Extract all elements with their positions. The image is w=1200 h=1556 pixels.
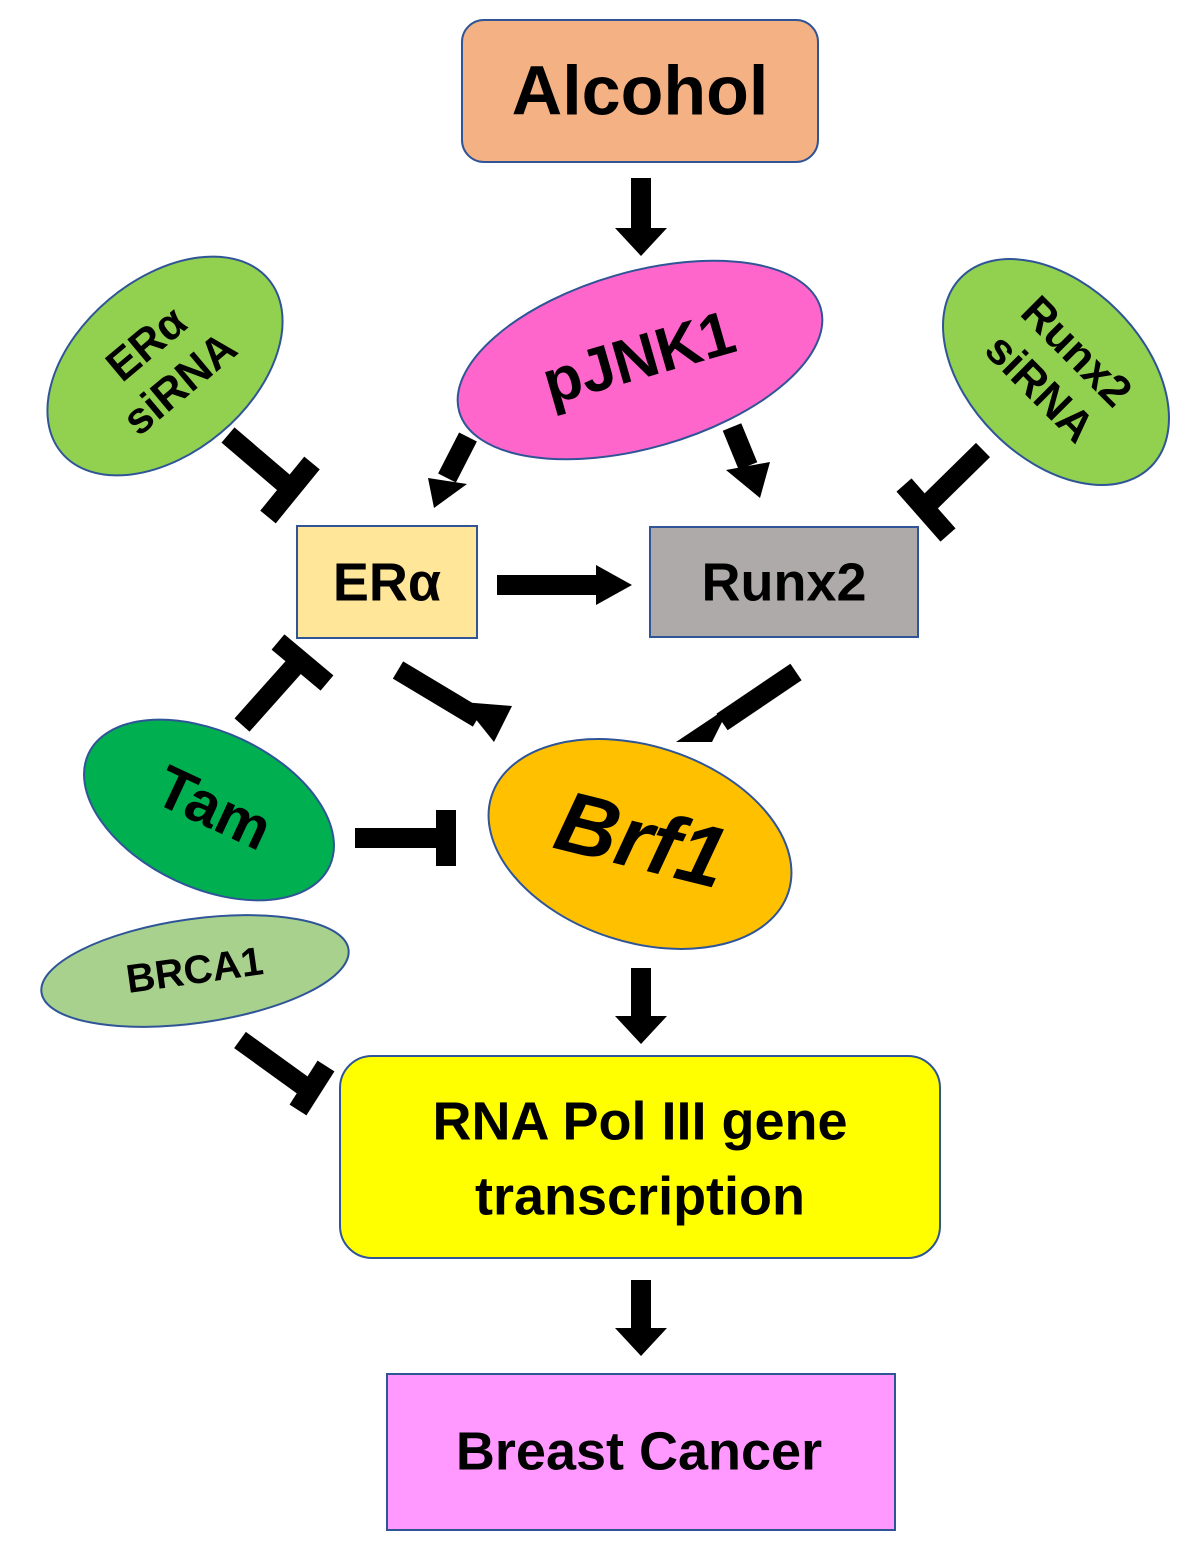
- edge-pjnk1-to-era: [428, 432, 477, 508]
- edge-alcohol-to-pjnk1: [615, 178, 667, 256]
- edge-rna-pol-to-breast-cancer: [615, 1280, 667, 1356]
- node-pjnk1: pJNK1: [456, 259, 824, 461]
- node-pjnk1-shape: [456, 259, 824, 461]
- node-tam: Tam: [83, 718, 335, 902]
- node-runx2-sirna-shape: [942, 258, 1170, 486]
- edge-era-to-runx2: [497, 565, 632, 605]
- node-brca1-shape: [40, 914, 350, 1028]
- node-rna-pol-iii-shape: [339, 1055, 941, 1259]
- node-runx2-label: Runx2: [701, 552, 866, 612]
- node-era-label: ERα: [333, 552, 441, 612]
- edge-brf1-to-rna-pol: [615, 968, 667, 1044]
- node-runx2-sirna: Runx2 siRNA: [942, 258, 1170, 486]
- node-runx2: Runx2: [649, 526, 919, 638]
- node-breast-cancer-label: Breast Cancer: [456, 1421, 822, 1481]
- node-era: ERα: [296, 525, 478, 639]
- node-tam-shape: [83, 718, 335, 902]
- edge-layer: [221, 178, 991, 1356]
- edge-tam-inhibits-era: [234, 634, 334, 732]
- node-alcohol-label: Alcohol: [512, 51, 769, 129]
- edge-pjnk1-to-runx2: [722, 423, 770, 498]
- node-breast-cancer: Breast Cancer: [386, 1373, 896, 1531]
- node-alcohol: Alcohol: [461, 19, 819, 163]
- edge-era-sirna-inhibits-era: [221, 427, 320, 524]
- node-era-shape: [296, 525, 478, 639]
- node-alcohol-shape: [461, 19, 819, 163]
- node-brca1: BRCA1: [40, 914, 350, 1028]
- edge-brca1-inhibits-rna-pol: [234, 1031, 335, 1116]
- node-runx2-shape: [649, 526, 919, 638]
- node-rna-pol-iii-label-line2: transcription: [475, 1166, 805, 1226]
- edge-runx2-to-brf1: [676, 663, 802, 742]
- node-breast-cancer-shape: [386, 1373, 896, 1531]
- node-brf1-shape: [487, 738, 793, 950]
- edge-tam-inhibits-brf1: [355, 810, 456, 866]
- node-era-sirna: ERα siRNA: [46, 255, 284, 477]
- node-rna-pol-iii-label-line1: RNA Pol III gene: [432, 1091, 847, 1151]
- edge-runx2-sirna-inhibits-runx2: [896, 442, 991, 542]
- node-brf1: Brf1: [487, 738, 793, 950]
- node-rna-pol-iii: RNA Pol III gene transcription: [339, 1055, 941, 1259]
- edge-era-to-brf1: [392, 661, 512, 742]
- node-era-sirna-shape: [46, 255, 284, 477]
